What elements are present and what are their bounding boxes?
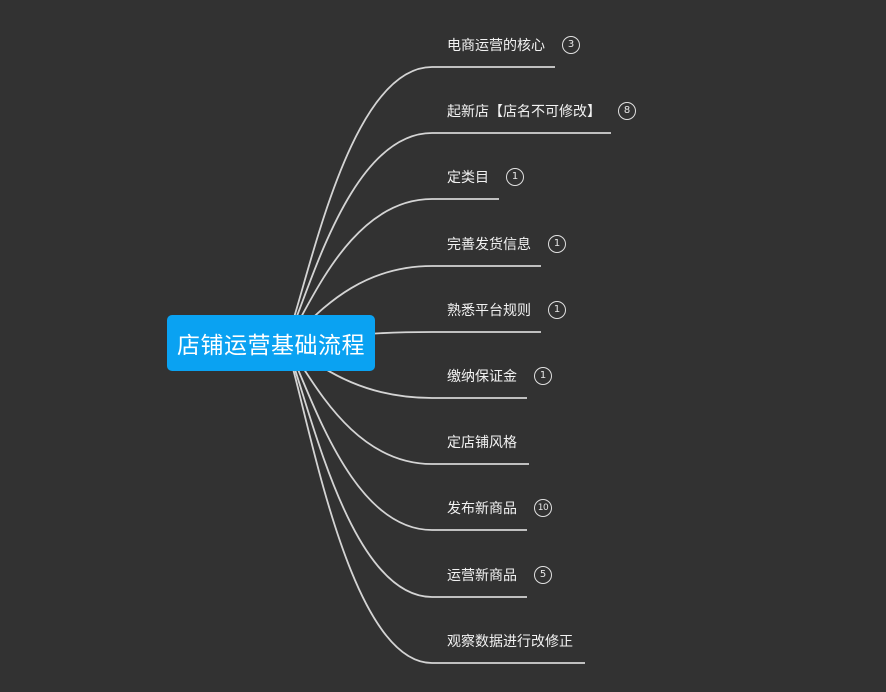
- child-count-badge[interactable]: 8: [618, 102, 636, 120]
- branch-node[interactable]: 定类目 1: [447, 168, 539, 194]
- branch-label: 发布新商品: [447, 501, 517, 517]
- branch-node[interactable]: 运营新商品 5: [447, 566, 567, 592]
- child-count-badge[interactable]: 1: [506, 168, 524, 186]
- branch-label: 定店铺风格: [447, 435, 517, 451]
- root-topic[interactable]: 店铺运营基础流程: [167, 315, 375, 371]
- branch-node[interactable]: 起新店【店名不可修改】 8: [447, 102, 651, 128]
- branch-node[interactable]: 缴纳保证金 1: [447, 367, 567, 393]
- child-count-badge[interactable]: 5: [534, 566, 552, 584]
- branch-label: 观察数据进行改修正: [447, 634, 573, 650]
- child-count-badge[interactable]: 3: [562, 36, 580, 54]
- branch-label: 定类目: [447, 170, 489, 186]
- branch-node[interactable]: 熟悉平台规则 1: [447, 301, 581, 327]
- branch-label: 熟悉平台规则: [447, 303, 531, 319]
- branch-connector: [284, 342, 585, 664]
- branch-node[interactable]: 发布新商品 10: [447, 499, 567, 525]
- child-count-badge[interactable]: 10: [534, 499, 552, 517]
- branch-connector: [284, 66, 555, 344]
- branch-label: 电商运营的核心: [447, 38, 545, 54]
- branch-node[interactable]: 电商运营的核心 3: [447, 36, 595, 62]
- branch-label: 运营新商品: [447, 568, 517, 584]
- branch-label: 起新店【店名不可修改】: [447, 104, 601, 120]
- child-count-badge[interactable]: 1: [548, 301, 566, 319]
- child-count-badge[interactable]: 1: [548, 235, 566, 253]
- branch-node[interactable]: 定店铺风格: [447, 433, 569, 459]
- branch-node[interactable]: 完善发货信息 1: [447, 235, 581, 261]
- child-count-badge[interactable]: 1: [534, 367, 552, 385]
- branch-label: 完善发货信息: [447, 237, 531, 253]
- branch-node[interactable]: 观察数据进行改修正: [447, 632, 625, 658]
- branch-label: 缴纳保证金: [447, 369, 517, 385]
